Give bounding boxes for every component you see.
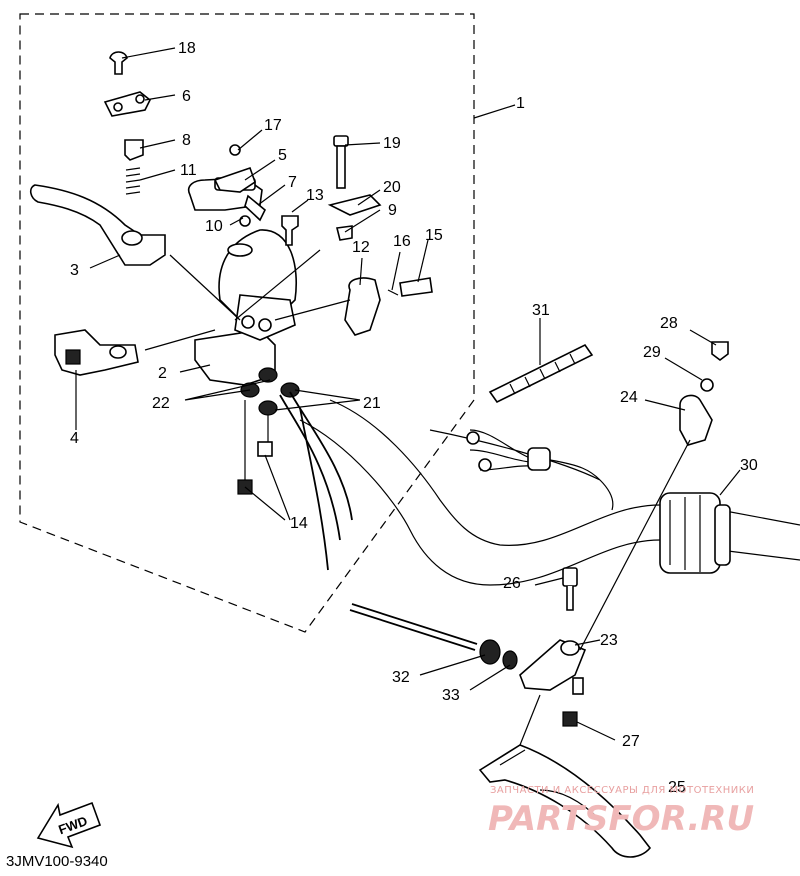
- reference-code: 3JMV100-9340: [6, 853, 108, 870]
- label-13: 13: [306, 187, 324, 204]
- label-8: 8: [182, 132, 191, 149]
- label-32: 32: [392, 669, 410, 686]
- handlebar: [299, 399, 800, 586]
- label-1: 1: [516, 95, 525, 112]
- label-11: 11: [180, 162, 197, 179]
- label-19: 19: [383, 135, 401, 152]
- label-2: 2: [158, 365, 167, 382]
- label-21: 21: [363, 395, 381, 412]
- label-10: 10: [205, 218, 223, 235]
- lower-lever-assembly: [349, 567, 652, 858]
- arrow-left-icon: [36, 801, 102, 849]
- label-9: 9: [388, 202, 397, 219]
- watermark-tagline: ЗАПЧАСТИ И АКСЕССУАРЫ ДЛЯ МОТОТЕХНИКИ: [490, 785, 754, 796]
- watermark: ЗАПЧАСТИ И АКСЕССУАРЫ ДЛЯ МОТОТЕХНИКИ PA…: [488, 785, 754, 839]
- label-25: 25: [668, 779, 686, 796]
- part-30-switch: [659, 492, 731, 574]
- label-28: 28: [660, 315, 678, 332]
- label-26: 26: [503, 575, 521, 592]
- label-18: 18: [178, 40, 196, 57]
- leader-lines: [75, 47, 741, 746]
- label-24: 24: [620, 389, 638, 406]
- label-23: 23: [600, 632, 618, 649]
- label-29: 29: [643, 344, 661, 361]
- label-15: 15: [425, 227, 443, 244]
- callout-labels: 18 6 8 11 3 4 17 5 7 10 13 19 20 9 12 16…: [70, 40, 758, 796]
- label-17: 17: [264, 117, 282, 134]
- label-20: 20: [383, 179, 401, 196]
- part-31-cable-tie: [488, 343, 594, 404]
- right-small-parts: [679, 341, 729, 446]
- label-27: 27: [622, 733, 640, 750]
- assembly-boundary: [19, 13, 475, 633]
- upper-lever-assembly: [29, 177, 298, 386]
- label-12: 12: [352, 239, 370, 256]
- upper-fasteners: [103, 51, 433, 336]
- label-33: 33: [442, 687, 460, 704]
- label-6: 6: [182, 88, 191, 105]
- label-3: 3: [70, 262, 79, 279]
- fwd-arrow: FWD: [36, 801, 102, 849]
- label-4: 4: [70, 430, 79, 447]
- label-5: 5: [278, 147, 287, 164]
- label-7: 7: [288, 174, 297, 191]
- hose-fittings: [237, 367, 353, 571]
- label-22: 22: [152, 395, 170, 412]
- label-14: 14: [290, 515, 308, 532]
- watermark-brand: PARTSFOR.RU: [488, 799, 754, 839]
- label-30: 30: [740, 457, 758, 474]
- wiring-connector: [466, 429, 601, 481]
- label-31: 31: [532, 302, 550, 319]
- label-16: 16: [393, 233, 411, 250]
